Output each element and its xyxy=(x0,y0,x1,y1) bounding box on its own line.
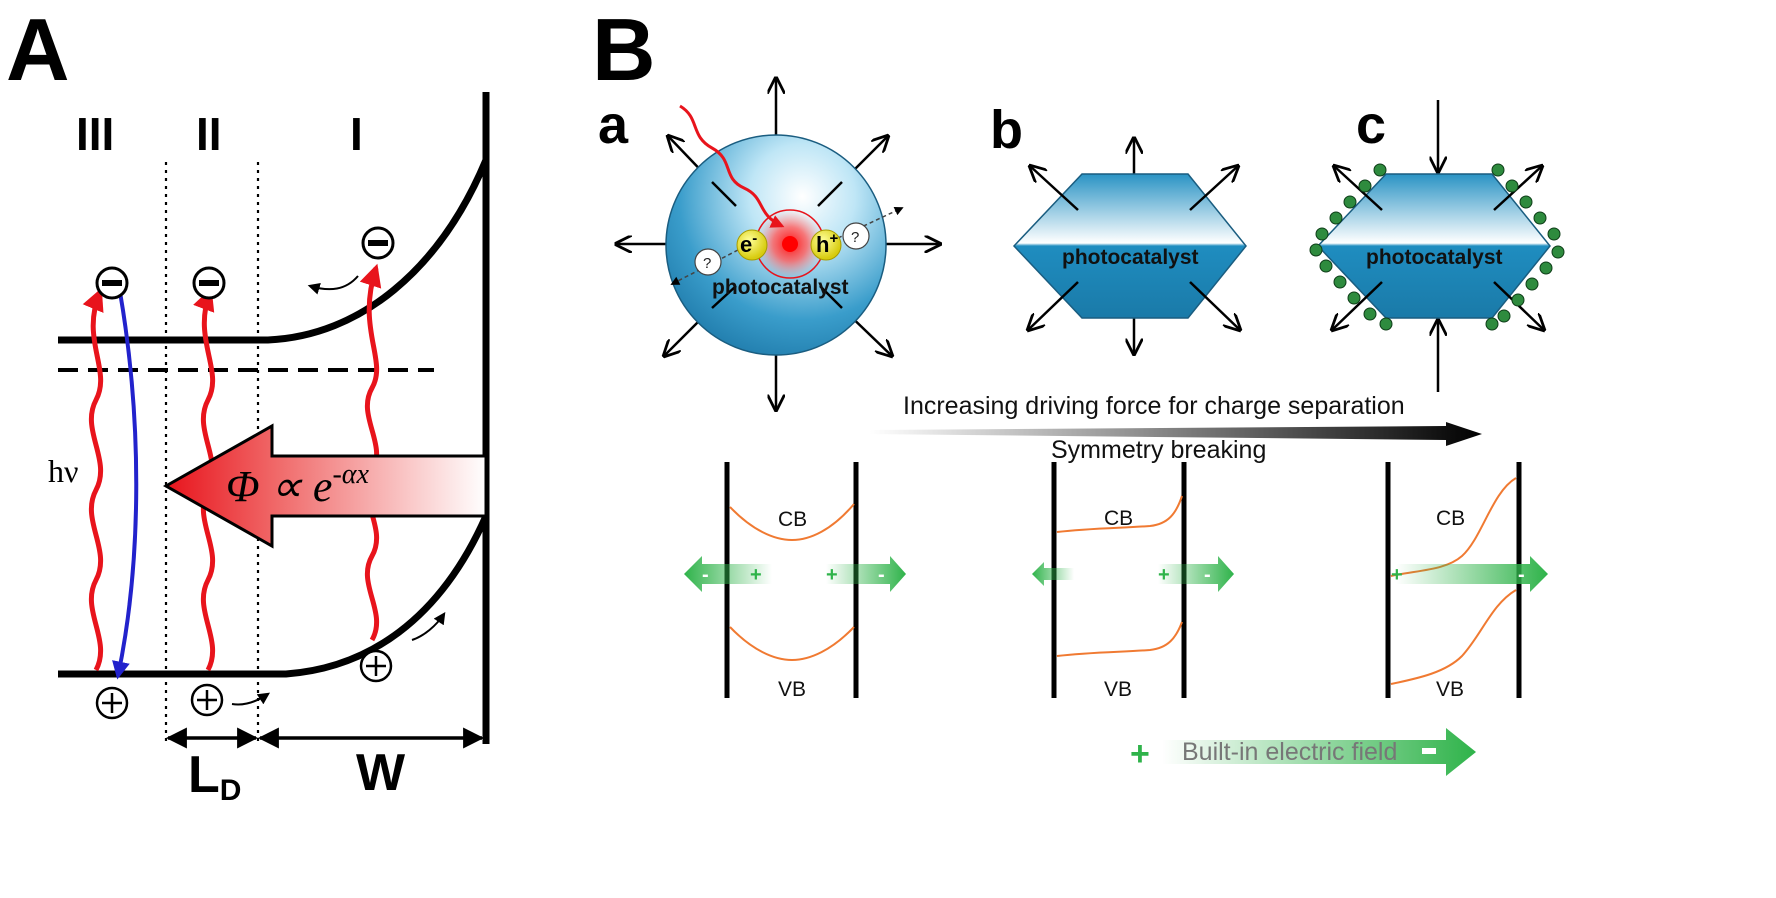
outward-arrow xyxy=(1334,166,1383,211)
field-arrow-left xyxy=(1032,562,1074,586)
trend-caption: Increasing driving force for charge sepa… xyxy=(903,392,1405,420)
hexagon-body xyxy=(1012,173,1247,319)
legend-arrow xyxy=(1162,728,1476,776)
panel-b: B a e- h+ xyxy=(592,0,1565,776)
depletion-width-label: W xyxy=(356,744,406,802)
unknown-acceptor-left xyxy=(694,248,722,276)
region-label-i: I xyxy=(350,108,363,160)
panel-a-letter: A xyxy=(6,0,70,99)
cocatalyst-particles xyxy=(1309,163,1565,331)
spherical-particle: e- h+ ? ? photocatalyst xyxy=(616,78,940,410)
field-plus-right: + xyxy=(826,564,838,586)
particle-label-c: photocatalyst xyxy=(1366,246,1503,269)
panel-b-letter: B xyxy=(592,0,656,99)
faceted-particle-c: photocatalyst xyxy=(1309,100,1565,392)
vb-curve xyxy=(1390,589,1517,685)
band-diagram-a: CB VB - + + - xyxy=(684,462,906,701)
field-minus-left: - xyxy=(702,564,709,586)
arrow-tail xyxy=(711,285,737,309)
particle-label-b: photocatalyst xyxy=(1062,246,1199,269)
legend-minus xyxy=(1422,748,1436,754)
photon-arrow-iii xyxy=(82,287,104,672)
vb-label: VB xyxy=(1104,678,1132,701)
panel-a: A III II I xyxy=(6,0,490,807)
cb-curve xyxy=(1056,495,1183,533)
cb-label: CB xyxy=(1436,507,1465,530)
recombination-arrow xyxy=(112,291,139,680)
hole-ii xyxy=(190,683,224,717)
vb-label: VB xyxy=(778,678,806,701)
field-arrow-right xyxy=(1158,556,1234,592)
field-arrow xyxy=(1396,556,1548,592)
field-minus-right: - xyxy=(1204,564,1211,586)
cb-curve xyxy=(729,503,855,542)
trend-caption-symmetry: Symmetry breaking xyxy=(1051,436,1266,464)
arrow-tail xyxy=(711,181,737,207)
cb-label: CB xyxy=(778,508,807,531)
flux-formula: Φ ∝ e-αx xyxy=(226,459,369,511)
hole-path xyxy=(837,206,904,239)
field-plus-left: + xyxy=(750,564,762,586)
hole-ball xyxy=(810,229,842,261)
outward-arrow xyxy=(1028,281,1079,330)
electron-ball xyxy=(736,229,768,261)
subpanel-a-letter: a xyxy=(598,95,629,155)
field-arrow-left xyxy=(684,556,772,592)
arrow-tail xyxy=(817,181,843,207)
electron-i xyxy=(361,226,395,260)
band-diagram-c: CB VB + - xyxy=(1385,462,1548,701)
vb-label: VB xyxy=(1436,678,1464,701)
electron-iii xyxy=(95,266,129,300)
vb-curve xyxy=(729,626,855,662)
incident-light-arrow xyxy=(679,104,785,228)
arrow-tail xyxy=(819,285,843,309)
hole-drift-arrow-ii xyxy=(231,692,270,706)
photon-flux-arrow xyxy=(162,423,488,549)
electron-drift-arrow xyxy=(307,275,359,295)
electron-ii xyxy=(192,266,226,300)
photon-arrow-i xyxy=(359,263,382,642)
legend-plus: + xyxy=(1130,735,1150,773)
hole-drift-arrow-i xyxy=(411,612,446,641)
region-label-ii: II xyxy=(196,108,222,160)
cb-label: CB xyxy=(1104,507,1133,530)
outward-arrow xyxy=(1030,166,1079,211)
photon-energy-label: hν xyxy=(48,453,78,489)
excitation-center xyxy=(782,236,798,252)
unknown-right-label: ? xyxy=(851,229,859,246)
hole-label: h+ xyxy=(816,230,838,257)
field-plus-right: + xyxy=(1158,564,1170,586)
field-minus-right: - xyxy=(878,564,885,586)
region-label-iii: III xyxy=(76,108,114,160)
field-minus: - xyxy=(1518,564,1525,586)
unknown-acceptor-right xyxy=(842,222,870,250)
faceted-particle-b: photocatalyst xyxy=(1012,138,1247,354)
field-legend: + Built-in electric field xyxy=(1130,728,1476,776)
outward-arrow xyxy=(1332,281,1383,330)
outward-arrow xyxy=(1189,281,1240,330)
subpanel-c-letter: c xyxy=(1356,95,1386,155)
trend-arrow xyxy=(870,422,1482,446)
electron-label: e- xyxy=(740,230,757,257)
outward-arrow xyxy=(1189,166,1238,211)
field-arrow-right xyxy=(826,556,906,592)
legend-text: Built-in electric field xyxy=(1182,738,1397,766)
hole-i xyxy=(359,649,393,683)
diffusion-length-label: LD xyxy=(188,746,241,807)
conduction-band-edge xyxy=(58,158,490,344)
subpanel-b-letter: b xyxy=(990,100,1023,160)
unknown-left-label: ? xyxy=(703,255,711,272)
particle-label-a: photocatalyst xyxy=(712,276,849,299)
hole-iii xyxy=(95,686,129,720)
field-plus: + xyxy=(1391,564,1403,586)
band-diagram-b: CB VB + - xyxy=(1032,462,1234,701)
vb-curve xyxy=(1056,621,1183,657)
valence-band-edge xyxy=(58,514,490,678)
